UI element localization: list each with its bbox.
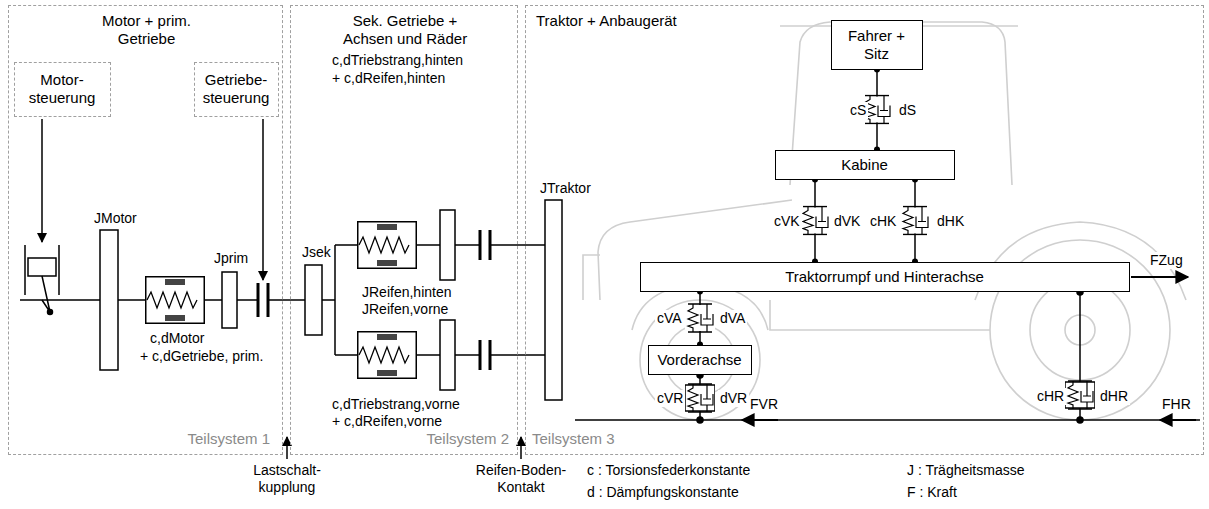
ground-line — [575, 419, 1200, 421]
torsion-spring-damper — [358, 222, 417, 269]
ground-spring-damper — [700, 292, 1080, 420]
parameter-label: FHR — [1160, 396, 1193, 413]
force-arrow — [1160, 419, 1196, 421]
spring-damper-symbol — [800, 207, 830, 235]
legend-note: F : Kraft — [905, 484, 959, 501]
force-arrow — [742, 277, 1196, 420]
parameter-label: dVA — [718, 310, 747, 327]
signal-arrow — [262, 119, 264, 280]
parameter-label: FVR — [748, 396, 780, 413]
drivetrain-shaft — [335, 245, 357, 355]
subsystem-name: Teilsystem 1 — [187, 430, 270, 448]
signal-arrow — [42, 119, 521, 459]
inertia-mass — [100, 230, 118, 370]
parameter-label: cVR — [655, 390, 685, 407]
torsion-spring-damper — [146, 277, 205, 324]
box-label: Motor- steuerung — [21, 71, 104, 107]
inertia-mass — [440, 320, 455, 390]
signal-arrow — [286, 437, 288, 459]
inertia-mass — [305, 265, 322, 335]
parameter-label: dHK — [935, 213, 966, 230]
inertia-mass — [545, 200, 562, 400]
parameter-label: + c,dReifen,hinten — [330, 70, 447, 87]
tractor-outline — [770, 300, 990, 330]
subsystem-title: Sek. Getriebe + Achsen und Räder — [330, 12, 480, 48]
legend-note: d : Dämpfungskonstante — [585, 484, 741, 501]
inertia-mass — [440, 210, 455, 280]
engine-piston — [25, 245, 59, 315]
tractor-outline — [640, 300, 760, 420]
force-arrow — [1131, 276, 1188, 278]
clutch-plate — [258, 283, 268, 317]
parameter-label: dVR — [718, 390, 749, 407]
legend-note: J : Trägheitsmasse — [905, 462, 1027, 479]
engine-piston — [42, 276, 50, 312]
clutch-plate — [480, 230, 490, 260]
box-label: Fahrer + Sitz — [838, 27, 916, 63]
parameter-label: Jsek — [300, 244, 333, 261]
parameter-label: JReifen,vorne — [360, 301, 450, 318]
parameter-label: c,dMotor — [148, 330, 206, 347]
signal-arrow — [41, 119, 43, 242]
control-box: Motor- steuerung — [14, 62, 111, 117]
torsion-spring-damper — [358, 332, 417, 379]
ground-line — [575, 419, 1200, 421]
body-box: Fahrer + Sitz — [831, 20, 923, 70]
body-box: Traktorrumpf und Hinterachse — [640, 262, 1130, 292]
clutch-plate — [258, 230, 490, 370]
ground-spring-damper — [697, 417, 703, 423]
signal-arrow — [520, 437, 522, 459]
parameter-label: cVA — [655, 310, 684, 327]
subsystem-title: Traktor + Anbaugerät — [536, 12, 677, 30]
parameter-label: c,dTriebstrang,hinten — [330, 52, 465, 69]
spring-damper-symbol — [685, 304, 715, 332]
parameter-label: c,dTriebstrang,vorne — [330, 396, 462, 413]
subsystem-title: Motor + prim. Getriebe — [89, 12, 204, 48]
parameter-label: dS — [897, 102, 918, 119]
inertia-mass — [100, 200, 562, 400]
parameter-label: dVK — [832, 213, 862, 230]
body-box: Kabine — [775, 150, 955, 180]
subsystem-name: Teilsystem 3 — [532, 430, 615, 448]
control-box: Getriebe- steuerung — [194, 62, 279, 117]
box-label: Getriebe- steuerung — [201, 71, 272, 107]
interface-label: Reifen-Boden- Kontakt — [469, 462, 573, 496]
ground-spring-damper — [685, 384, 715, 412]
legend-note: c : Torsionsfederkonstante — [585, 462, 752, 479]
parameter-label: JReifen,hinten — [360, 284, 454, 301]
parameter-label: FZug — [1148, 252, 1185, 269]
engine-piston — [28, 258, 56, 276]
parameter-label: cS — [848, 102, 868, 119]
clutch-plate — [480, 340, 490, 370]
parameter-label: cVK — [772, 213, 802, 230]
force-arrow — [742, 419, 778, 421]
tractor-outline — [583, 255, 600, 300]
subsystem-name: Teilsystem 2 — [426, 430, 509, 448]
parameter-label: cHR — [1035, 388, 1066, 405]
parameter-label: + c,dGetriebe, prim. — [138, 348, 265, 365]
parameter-label: Jprim — [212, 250, 250, 267]
ground-spring-damper — [1065, 381, 1095, 409]
ground-spring-damper — [1077, 417, 1083, 423]
engine-piston — [48, 310, 53, 315]
box-label: Traktorrumpf und Hinterachse — [785, 268, 984, 286]
parameter-label: dHR — [1098, 388, 1130, 405]
body-box: Vorderachse — [648, 345, 752, 375]
interface-label: Lastschalt- kupplung — [248, 462, 326, 496]
spring-damper-symbol — [900, 207, 930, 235]
parameter-label: JMotor — [92, 210, 139, 227]
tractor-outline — [583, 22, 1186, 420]
parameter-label: cHK — [868, 213, 898, 230]
engine-piston — [25, 245, 59, 295]
inertia-mass — [222, 272, 237, 328]
parameter-label: JTraktor — [538, 180, 593, 197]
parameter-label: + c,dReifen,vorne — [330, 413, 444, 430]
subsystem-box: Motor + prim. GetriebeTeilsystem 1 Motor-… — [8, 5, 283, 455]
box-label: Kabine — [841, 156, 888, 174]
box-label: Vorderachse — [657, 351, 741, 369]
